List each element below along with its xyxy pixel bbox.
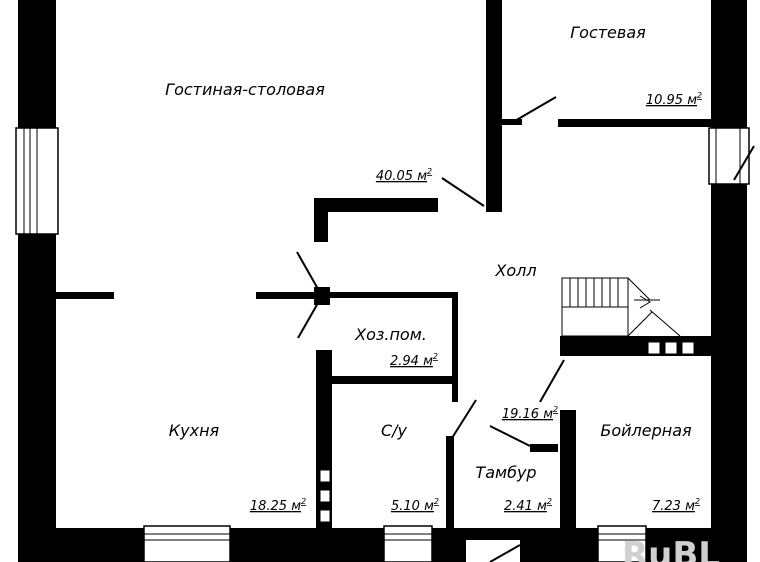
room-area-boiler: 7.23 м2 [652, 497, 700, 514]
boiler-duct-3 [681, 341, 695, 355]
room-area-utility: 2.94 м2 [390, 352, 438, 369]
window-boiler [597, 525, 647, 562]
watermark: RuBL [622, 535, 720, 562]
room-area-vestibule: 2.41 м2 [504, 497, 552, 514]
wall-bath-vestibule [446, 436, 454, 528]
vent-duct-1 [319, 469, 331, 483]
wall-stub-hall-vert [314, 198, 328, 242]
outer-wall-left [18, 0, 56, 562]
wall-kitchen-bath [316, 350, 332, 528]
wall-guest-bottom-a [502, 119, 522, 125]
room-name-living: Гостиная-столовая [165, 80, 325, 99]
staircase [561, 277, 681, 337]
room-name-bathroom: С/у [381, 421, 408, 440]
vent-duct-2 [319, 489, 331, 503]
room-area-bathroom: 5.10 м2 [391, 497, 439, 514]
room-name-utility: Хоз.пом. [354, 325, 427, 344]
boiler-duct-1 [647, 341, 661, 355]
room-name-kitchen: Кухня [169, 421, 220, 440]
outer-wall-right-bottom [711, 183, 747, 562]
entrance-opening [466, 540, 520, 562]
window-kitchen [143, 525, 231, 562]
room-area-guest: 10.95 м2 [646, 91, 702, 108]
wall-living-kitchen-a [56, 292, 114, 299]
room-name-vestibule: Тамбур [475, 463, 536, 482]
room-name-boiler: Бойлерная [600, 421, 692, 440]
wall-living-kitchen-b [256, 292, 314, 299]
outer-wall-right-top [711, 0, 747, 130]
room-area-living: 40.05 м2 [376, 167, 432, 184]
wall-boiler-left [560, 410, 576, 528]
wall-stub-hall [314, 198, 438, 212]
wall-utility-bottom [328, 376, 458, 384]
room-name-guest: Гостевая [570, 23, 646, 42]
wall-vestibule-top [530, 444, 558, 452]
room-area-kitchen: 18.25 м2 [250, 497, 306, 514]
wall-utility-top [328, 292, 458, 298]
room-area-hall: 19.16 м2 [502, 405, 558, 422]
vent-duct-3 [319, 509, 331, 523]
wall-guest-left [486, 0, 502, 212]
wall-utility-right [452, 292, 458, 402]
room-name-hall: Холл [494, 261, 536, 280]
window-right [708, 127, 750, 185]
wall-guest-bottom-b [558, 119, 711, 127]
window-bathroom [383, 525, 433, 562]
boiler-duct-2 [664, 341, 678, 355]
